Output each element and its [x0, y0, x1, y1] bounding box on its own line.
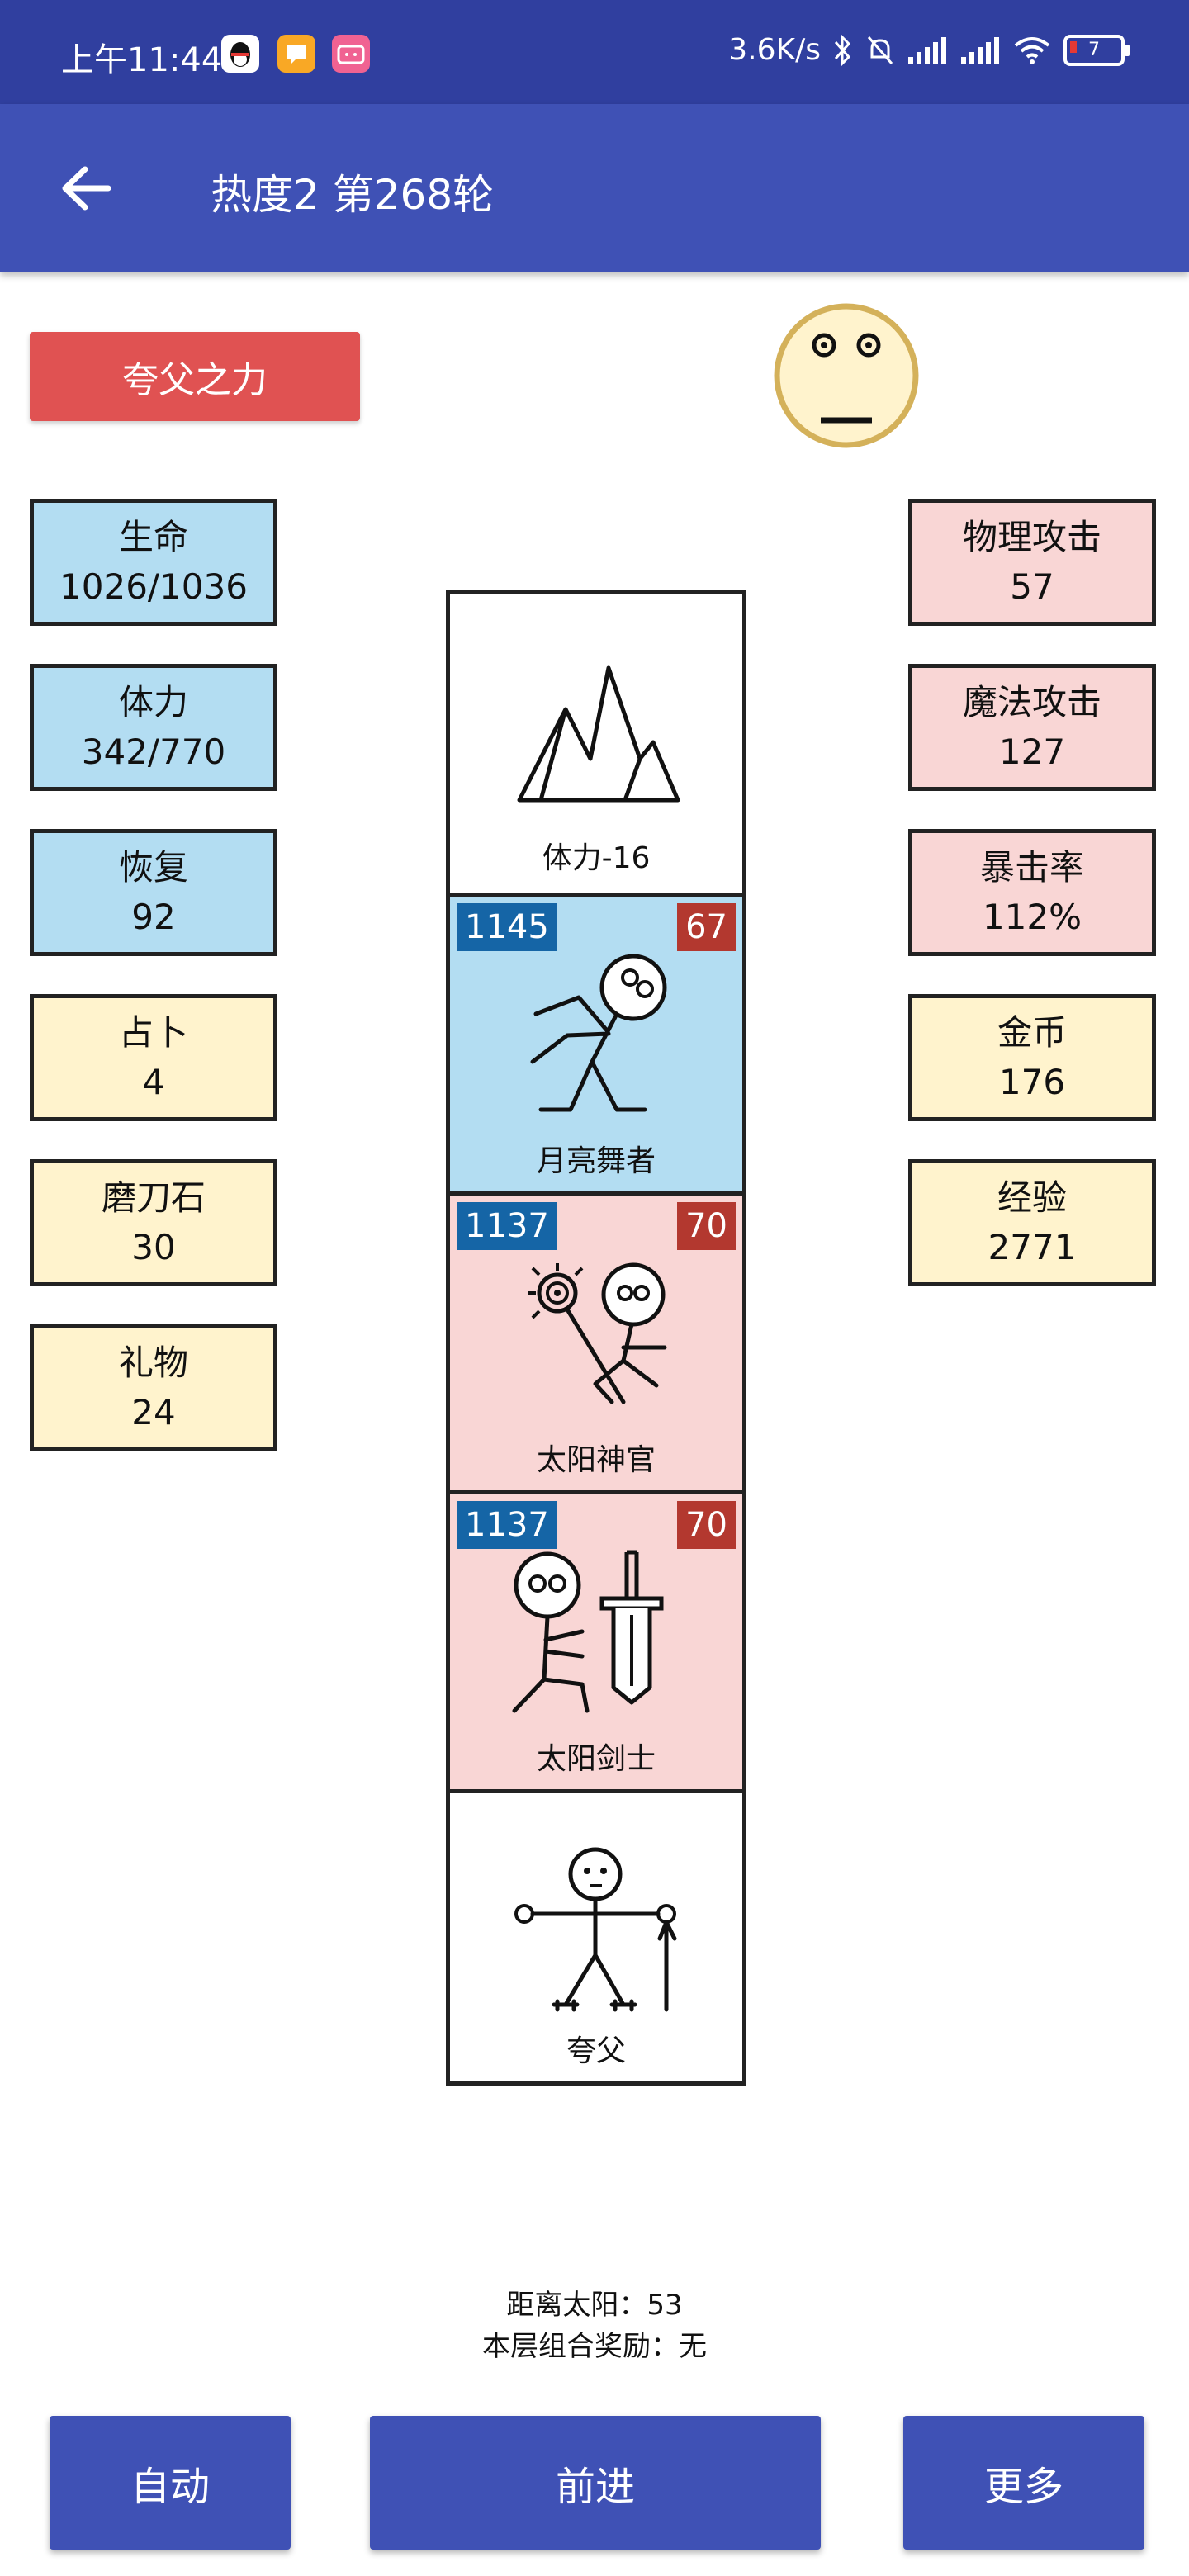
- status-bar: 上午11:44 3.6K/s 7: [0, 0, 1189, 104]
- enemy-attack-badge: 67: [677, 903, 736, 951]
- stat-value: 57: [1010, 566, 1054, 607]
- qq-icon: [221, 35, 259, 73]
- stat-label: 恢复: [118, 847, 188, 888]
- neutral-face-icon: [773, 302, 920, 449]
- tower-cell-sun-priest[interactable]: 1137 70 太阳神官: [450, 1191, 742, 1490]
- stat-value: 112%: [982, 897, 1082, 937]
- arrow-left-icon: [62, 166, 111, 211]
- stat-value: 4: [142, 1062, 165, 1102]
- kuafu-power-button[interactable]: 夸父之力: [30, 332, 360, 421]
- wifi-icon: [1014, 36, 1050, 64]
- more-button[interactable]: 更多: [903, 2416, 1144, 2550]
- mountain-icon: [517, 665, 680, 803]
- stat-crit-rate: 暴击率 112%: [908, 829, 1156, 956]
- stat-value: 30: [131, 1227, 176, 1267]
- battery-level: 7: [1088, 40, 1100, 60]
- tower-cell-moon-dancer[interactable]: 1145 67 月亮舞者: [450, 893, 742, 1191]
- enemy-hp-badge: 1137: [457, 1501, 557, 1549]
- sun-swordsman-icon: [512, 1550, 664, 1713]
- stat-hp: 生命 1026/1036: [30, 499, 277, 626]
- stat-label: 磨刀石: [101, 1177, 206, 1219]
- cell-name: 太阳神官: [536, 1443, 656, 1477]
- bilibili-icon: [332, 35, 370, 73]
- cell-name: 太阳剑士: [536, 1742, 656, 1776]
- stat-gift[interactable]: 礼物 24: [30, 1324, 277, 1451]
- stat-magic-attack: 魔法攻击 127: [908, 664, 1156, 791]
- tower-cell-stamina-event[interactable]: 体力-16: [450, 594, 742, 888]
- stat-label: 礼物: [118, 1342, 188, 1384]
- mute-bell-icon: [867, 36, 893, 64]
- cell-name: 体力-16: [542, 841, 651, 875]
- enemy-attack-badge: 70: [677, 1202, 736, 1250]
- stat-gold: 金币 176: [908, 994, 1156, 1121]
- kuafu-icon: [514, 1847, 677, 2012]
- stat-label: 体力: [118, 682, 188, 723]
- tower-cell-sun-swordsman[interactable]: 1137 70 太阳剑士: [450, 1490, 742, 1789]
- combo-reward: 本层组合奖励：无: [482, 2330, 707, 2363]
- enemy-attack-badge: 70: [677, 1501, 736, 1549]
- stat-label: 占卜: [118, 1012, 188, 1054]
- stat-value: 342/770: [81, 732, 226, 772]
- auto-button[interactable]: 自动: [50, 2416, 291, 2550]
- stat-label: 金币: [997, 1012, 1067, 1054]
- page-title: 热度2 第268轮: [211, 171, 495, 219]
- signal-icon: [908, 36, 946, 64]
- cell-name: 夸父: [566, 2034, 626, 2068]
- status-time: 上午11:44: [61, 41, 223, 79]
- tower-cell-player: 夸父: [450, 1789, 742, 2081]
- stat-physical-attack: 物理攻击 57: [908, 499, 1156, 626]
- enemy-hp-badge: 1145: [457, 903, 557, 951]
- stat-whetstone[interactable]: 磨刀石 30: [30, 1159, 277, 1286]
- stat-label: 经验: [997, 1177, 1067, 1219]
- battery-icon: 7: [1063, 34, 1130, 66]
- cell-name: 月亮舞者: [536, 1144, 656, 1178]
- stat-experience: 经验 2771: [908, 1159, 1156, 1286]
- sun-priest-icon: [528, 1262, 667, 1404]
- network-speed: 3.6K/s: [728, 33, 821, 67]
- stat-value: 1026/1036: [59, 566, 248, 607]
- stat-divination[interactable]: 占卜 4: [30, 994, 277, 1121]
- app-bar: 热度2 第268轮: [0, 104, 1189, 272]
- stat-value: 127: [998, 732, 1066, 772]
- tower-column: 体力-16 1145 67 月亮舞者 1137 70 太阳神官: [446, 590, 746, 2086]
- stat-value: 2771: [988, 1227, 1077, 1267]
- stat-stamina: 体力 342/770: [30, 664, 277, 791]
- stat-label: 暴击率: [979, 847, 1084, 888]
- forward-button[interactable]: 前进: [370, 2416, 821, 2550]
- moon-dancer-icon: [530, 954, 667, 1112]
- signal-hd-icon: [961, 36, 999, 64]
- stat-label: 魔法攻击: [962, 682, 1101, 723]
- enemy-hp-badge: 1137: [457, 1202, 557, 1250]
- bluetooth-icon: [834, 33, 851, 67]
- stat-value: 92: [131, 897, 176, 937]
- distance-to-sun: 距离太阳：53: [506, 2289, 683, 2322]
- stat-recovery: 恢复 92: [30, 829, 277, 956]
- stat-label: 物理攻击: [962, 517, 1101, 558]
- status-right: 3.6K/s 7: [728, 33, 1130, 67]
- stat-value: 24: [131, 1392, 176, 1432]
- message-icon: [277, 35, 315, 73]
- stat-label: 生命: [118, 517, 188, 558]
- back-button[interactable]: [58, 163, 116, 213]
- stat-value: 176: [998, 1062, 1066, 1102]
